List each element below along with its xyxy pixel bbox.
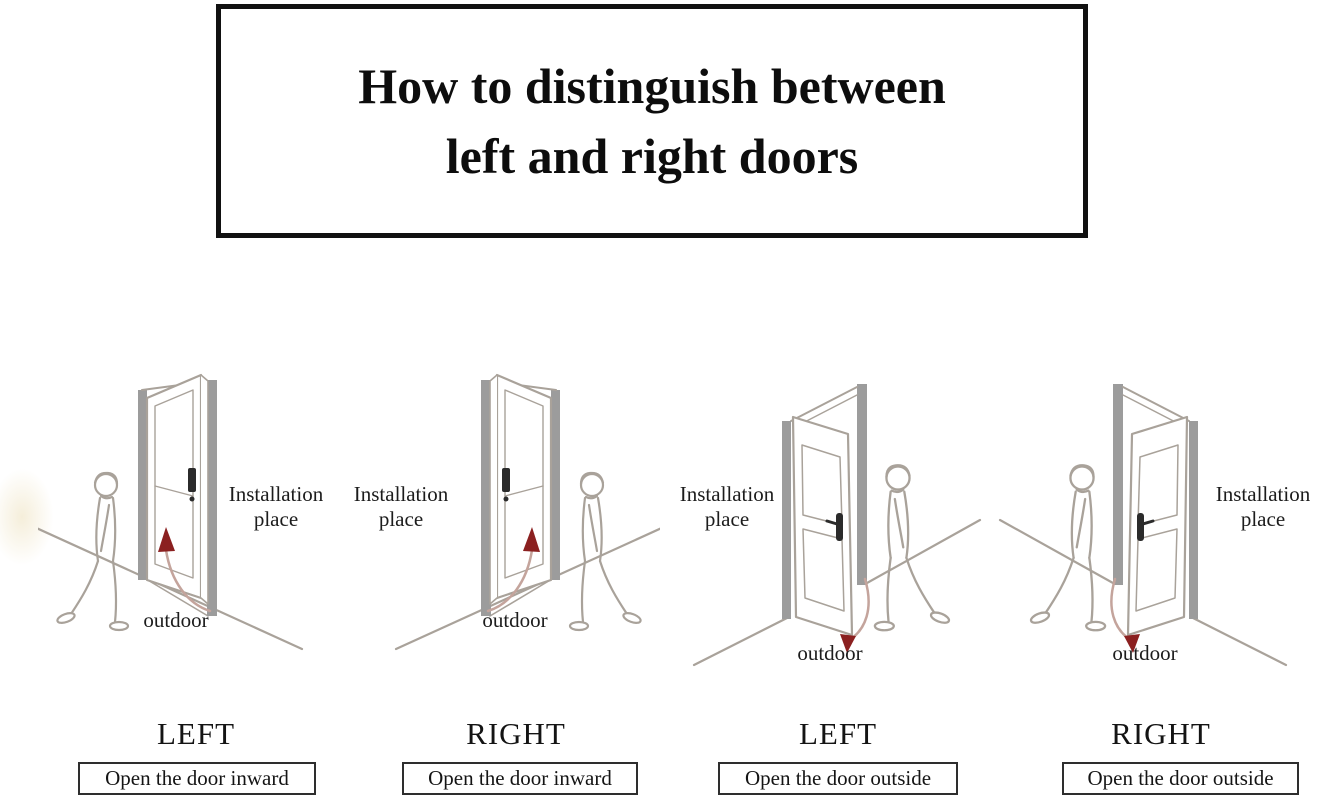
action-label: Open the door inward	[105, 766, 289, 790]
panel-right-outward: Installation place outdoor RIGHT Open th…	[990, 358, 1320, 800]
title-line-2: left and right doors	[445, 128, 859, 184]
action-label-box: Open the door inward	[402, 762, 638, 795]
door-side-label: RIGHT	[466, 716, 566, 751]
action-label-box: Open the door outside	[718, 762, 958, 795]
door-side-label: RIGHT	[1111, 716, 1211, 751]
door-illustration-right-inward	[340, 368, 660, 698]
title-line-1: How to distinguish between	[358, 57, 946, 114]
door-side-label: LEFT	[798, 716, 878, 751]
action-label: Open the door inward	[428, 766, 612, 790]
outdoor-label: outdoor	[482, 608, 548, 632]
door-illustration-left-inward	[38, 368, 358, 698]
outdoor-label: outdoor	[1112, 641, 1178, 665]
installation-place-label: Installation place	[353, 482, 449, 531]
installation-place-label: Installation place	[1215, 482, 1311, 531]
title-box: How to distinguish between left and righ…	[216, 4, 1088, 238]
action-label-box: Open the door outside	[1062, 762, 1299, 795]
photo-artifact	[0, 450, 66, 584]
panel-right-inward: Installation place outdoor RIGHT Open th…	[340, 360, 672, 800]
outdoor-label: outdoor	[143, 608, 209, 632]
action-label: Open the door outside	[1087, 766, 1274, 790]
panel-left-outward: Installation place outdoor LEFT Open the…	[660, 358, 992, 800]
door-side-label: LEFT	[156, 716, 236, 751]
installation-place-label: Installation place	[679, 482, 775, 531]
action-label: Open the door outside	[744, 766, 932, 790]
installation-place-label: Installation place	[228, 482, 324, 531]
outdoor-label: outdoor	[797, 641, 863, 665]
panel-left-inward: Installation place outdoor LEFT Open the…	[38, 360, 370, 800]
action-label-box: Open the door inward	[78, 762, 316, 795]
